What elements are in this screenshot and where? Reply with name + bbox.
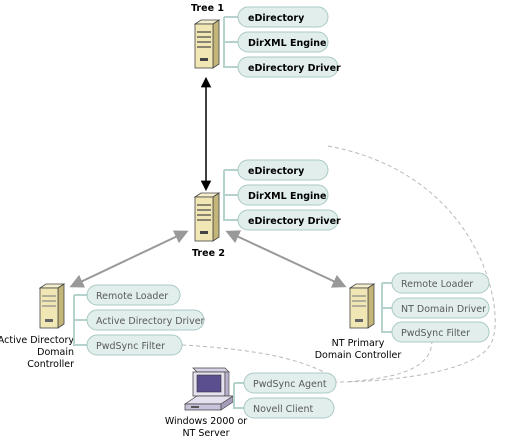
workstation-label-line1: Windows 2000 or <box>165 416 247 427</box>
ad-server-icon <box>38 283 66 329</box>
ad-component-remote-loader: Remote Loader <box>86 284 181 306</box>
svg-text:DirXML Engine: DirXML Engine <box>248 191 326 202</box>
workstation-label-line2: NT Server <box>182 428 229 439</box>
tree1-component-edirectory-driver: eDirectory Driver <box>237 56 341 78</box>
nt-label-line2: Domain Controller <box>315 350 402 361</box>
nt-controller-node: NT Primary Domain Controller Remote Load… <box>315 272 490 361</box>
workstation-component-pwdsync-agent: PwdSync Agent <box>243 372 337 394</box>
svg-text:eDirectory Driver: eDirectory Driver <box>248 216 341 227</box>
tree2-server-icon <box>193 192 221 242</box>
ad-component-pwdsync-filter: PwdSync Filter <box>86 334 183 356</box>
ad-link-arrow <box>69 230 189 288</box>
nt-link-arrow <box>225 230 347 288</box>
nt-component-pwdsync-filter: PwdSync Filter <box>391 321 490 343</box>
tree2-label: Tree 2 <box>192 248 225 259</box>
workstation-computer-icon <box>183 367 235 411</box>
tree1-label: Tree 1 <box>191 3 224 14</box>
nt-label-line1: NT Primary <box>332 338 385 349</box>
ad-label-line2: Domain <box>37 347 74 358</box>
svg-text:PwdSync Agent: PwdSync Agent <box>253 379 327 390</box>
workstation-node: Windows 2000 or NT Server PwdSync Agent … <box>165 367 337 439</box>
tree1-component-dirxml-engine: DirXML Engine <box>237 31 329 53</box>
tree2-component-dirxml-engine: DirXML Engine <box>237 184 329 206</box>
tree1-component-edirectory: eDirectory <box>237 6 329 28</box>
svg-text:DirXML Engine: DirXML Engine <box>248 38 326 49</box>
svg-text:Remote Loader: Remote Loader <box>96 291 168 302</box>
nt-component-remote-loader: Remote Loader <box>391 272 490 294</box>
tree2-component-edirectory: eDirectory <box>237 159 329 181</box>
svg-text:NT Domain Driver: NT Domain Driver <box>401 304 486 315</box>
svg-text:PwdSync Filter: PwdSync Filter <box>96 341 165 352</box>
tree1-node: Tree 1 eDirectory DirXML Engine eDirecto… <box>191 3 341 78</box>
svg-text:eDirectory Driver: eDirectory Driver <box>248 63 341 74</box>
tree1-server-icon <box>193 19 221 69</box>
nt-component-nt-domain-driver: NT Domain Driver <box>391 297 490 319</box>
workstation-component-novell-client: Novell Client <box>243 397 335 419</box>
ad-controller-node: Active Directory Domain Controller Remot… <box>0 283 205 370</box>
tree2-node: Tree 2 eDirectory DirXML Engine eDirecto… <box>192 159 341 259</box>
svg-text:eDirectory: eDirectory <box>248 166 305 177</box>
svg-text:Remote Loader: Remote Loader <box>401 279 473 290</box>
ad-label-line3: Controller <box>27 359 74 370</box>
tree2-component-edirectory-driver: eDirectory Driver <box>237 209 341 231</box>
svg-text:PwdSync Filter: PwdSync Filter <box>401 328 470 339</box>
dashed-link-edirectory-agent <box>327 145 496 383</box>
ad-label-line1: Active Directory <box>0 335 74 346</box>
dashed-link-nt-filter-agent <box>345 339 433 383</box>
ad-component-active-directory-driver: Active Directory Driver <box>86 309 205 331</box>
svg-text:Active Directory Driver: Active Directory Driver <box>96 316 205 327</box>
svg-text:Novell Client: Novell Client <box>253 404 313 415</box>
svg-text:eDirectory: eDirectory <box>248 13 305 24</box>
nt-server-icon <box>348 283 376 329</box>
